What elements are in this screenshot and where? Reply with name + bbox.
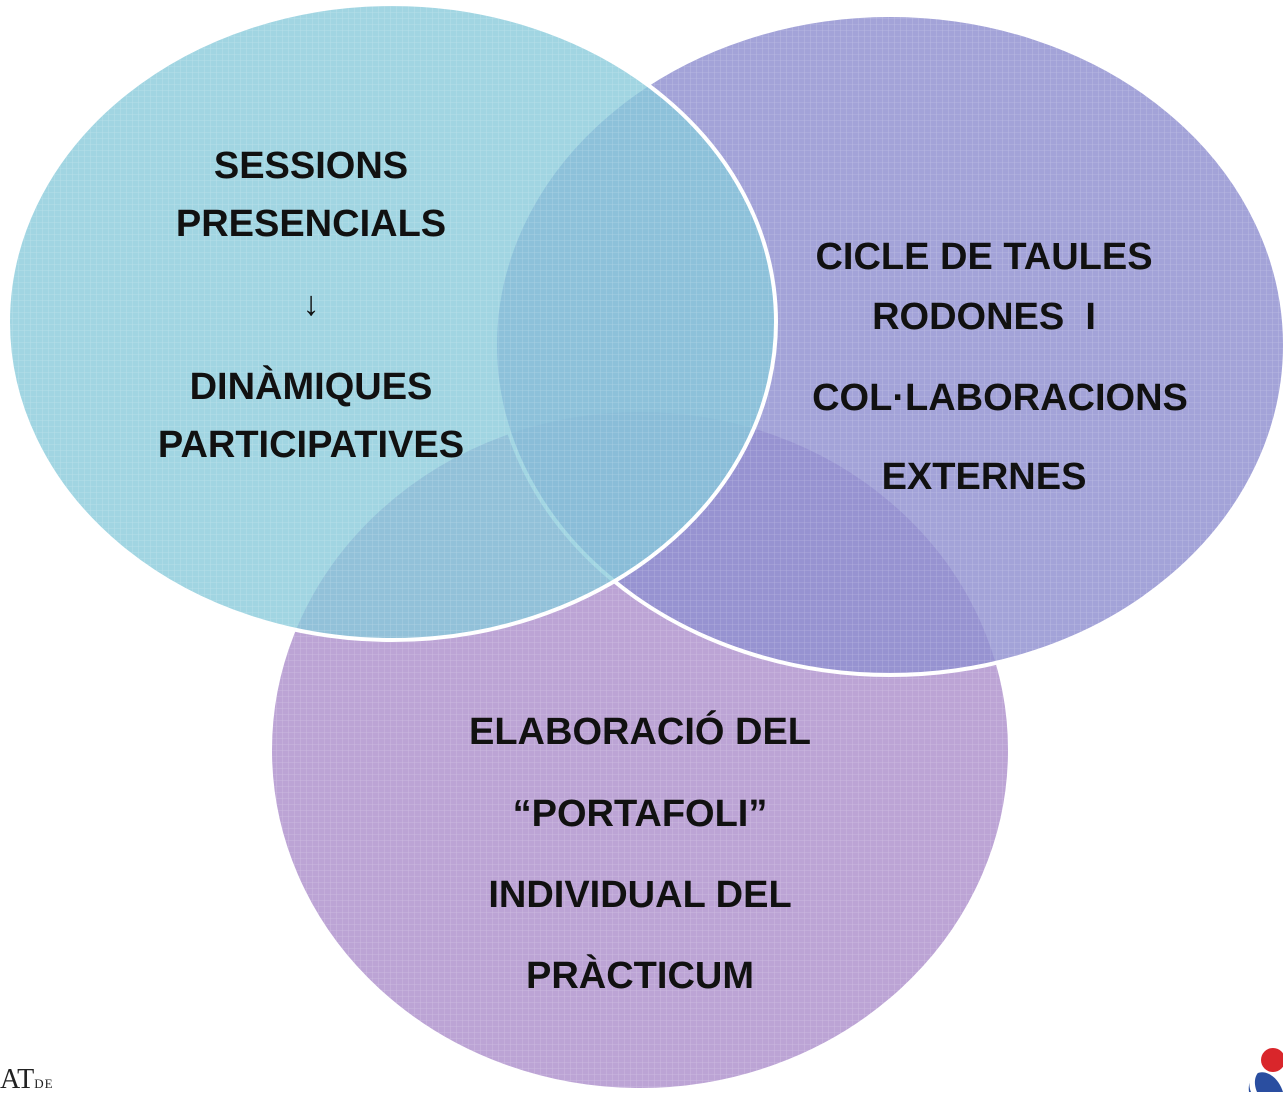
taules-line-3: COL·LABORACIONS <box>812 377 1188 419</box>
taules-line-1: CICLE DE TAULES <box>815 236 1153 278</box>
taules-line-4: EXTERNES <box>881 456 1087 498</box>
down-arrow-icon: ↓ <box>302 285 320 323</box>
sessions-line-1: SESSIONS <box>213 145 409 187</box>
taules-line-2: RODONES I <box>872 296 1096 338</box>
logo-mark-small: DE <box>34 1076 54 1091</box>
portafoli-line-2: “PORTAFOLI” <box>512 793 768 835</box>
institution-logo-icon <box>1248 1048 1283 1092</box>
sessions-line-5: PARTICIPATIVES <box>157 424 465 466</box>
university-logo-text: ATDE <box>0 1064 54 1096</box>
sessions-line-2: PRESENCIALS <box>175 203 447 245</box>
logo-mark: AT <box>0 1064 35 1095</box>
portafoli-line-1: ELABORACIÓ DEL <box>469 711 811 753</box>
portafoli-line-4: PRÀCTICUM <box>526 955 754 997</box>
portafoli-line-3: INDIVIDUAL DEL <box>488 874 792 916</box>
sessions-line-4: DINÀMIQUES <box>189 366 433 408</box>
